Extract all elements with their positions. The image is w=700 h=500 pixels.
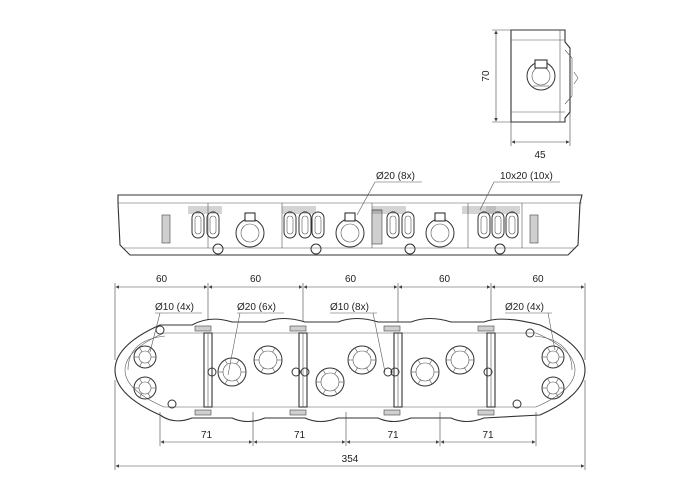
hole-icon [212, 243, 224, 255]
small-hole-icon [512, 399, 522, 409]
slot-icon [505, 211, 519, 239]
top-view: 60 60 60 60 60 71 71 71 71 354 Ø10 (4x) Ø20 (6x… [114, 274, 586, 470]
top-outline [114, 317, 586, 423]
hole-icon [494, 243, 506, 255]
spacing-label: 71 [201, 430, 213, 441]
side-height-label: 70 [481, 70, 492, 82]
top-callouts: Ø10 (4x) Ø20 (6x) Ø10 (8x) Ø20 (4x) [149, 302, 556, 376]
clip-icon [289, 409, 307, 416]
hole-callout-1: Ø10 (4x) [155, 302, 194, 313]
front-parts [161, 203, 539, 255]
hole-callout-2: Ø20 (6x) [237, 302, 276, 313]
clip-icon [477, 409, 495, 416]
small-hole-icon [383, 367, 393, 377]
clip-icon [383, 409, 401, 416]
spacing-label: 71 [482, 430, 494, 441]
small-hole-icon [207, 367, 217, 377]
pitch-label: 60 [532, 274, 544, 285]
hole-icon [310, 243, 322, 255]
slot-icon [191, 211, 205, 239]
slot-icon [283, 211, 297, 239]
hole-icon [404, 243, 416, 255]
overall-length-label: 354 [342, 454, 359, 465]
clip-icon [161, 214, 171, 244]
top-parts [127, 325, 573, 416]
clip-icon [194, 409, 212, 416]
front-slot-callout: 10x20 (10x) [500, 171, 553, 182]
clip-icon [289, 325, 307, 332]
side-width-label: 45 [534, 150, 546, 161]
slot-icon [491, 211, 505, 239]
clip-icon [194, 325, 212, 332]
spacing-label: 71 [294, 430, 306, 441]
front-view: Ø20 (8x) 10x20 (10x) [117, 171, 583, 256]
clip-icon [529, 214, 539, 244]
pitch-label: 60 [439, 274, 451, 285]
pitch-label: 60 [345, 274, 357, 285]
spacing-label: 71 [387, 430, 399, 441]
side-knockout-icon [526, 59, 556, 91]
small-hole-icon [483, 367, 493, 377]
spacing-dimensions: 71 71 71 71 [159, 412, 537, 446]
slot-icon [311, 211, 325, 239]
hole-callout-4: Ø20 (4x) [505, 302, 544, 313]
pitch-label: 60 [156, 274, 168, 285]
small-hole-icon [291, 367, 301, 377]
slot-icon [206, 211, 220, 239]
small-hole-icon [300, 367, 310, 377]
pitch-label: 60 [250, 274, 262, 285]
front-hole-callout: Ø20 (8x) [376, 171, 415, 182]
hole-callout-3: Ø10 (8x) [330, 302, 369, 313]
slot-icon [401, 211, 415, 239]
slot-icon [298, 211, 312, 239]
clip-icon [383, 325, 401, 332]
small-hole-icon [390, 367, 400, 377]
side-view: 70 45 [481, 29, 579, 161]
clip-icon [477, 325, 495, 332]
small-hole-icon [155, 325, 165, 335]
small-hole-icon [525, 328, 535, 338]
small-hole-icon [167, 399, 177, 409]
slot-icon [386, 211, 400, 239]
clip-icon [371, 209, 383, 245]
slot-icon [477, 211, 491, 239]
